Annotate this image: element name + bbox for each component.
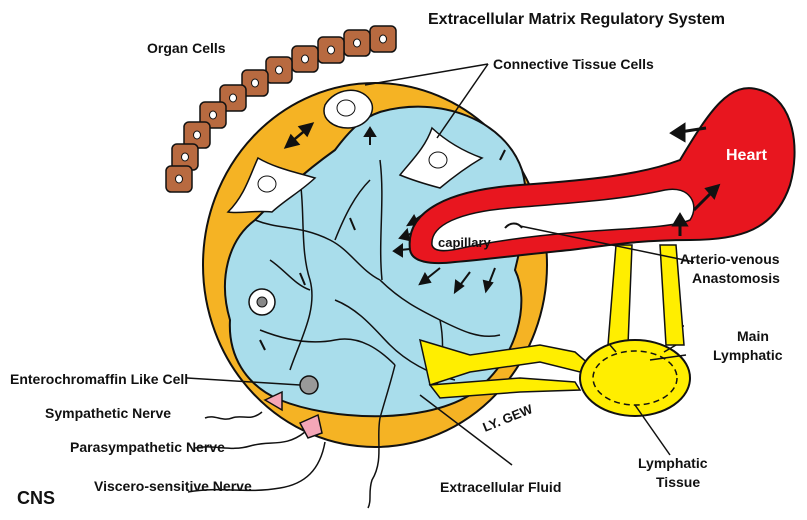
label-connective-tissue-cells: Connective Tissue Cells <box>493 56 654 72</box>
label-enterochromaffin: Enterochromaffin Like Cell <box>10 371 188 387</box>
label-capillary: capillary <box>438 235 492 250</box>
diagram-title: Extracellular Matrix Regulatory System <box>428 11 725 28</box>
enterochromaffin-cell <box>300 376 318 394</box>
label-lymphatic: Lymphatic <box>713 347 783 363</box>
label-viscero-sensitive-nerve: Viscero-sensitive Nerve <box>94 478 252 494</box>
label-lymphatic-tissue-1: Lymphatic <box>638 455 708 471</box>
label-cns: CNS <box>17 488 55 508</box>
label-heart: Heart <box>726 147 768 164</box>
cell-nucleus-lower-left <box>249 289 275 315</box>
label-lymphatic-tissue-2: Tissue <box>656 474 700 490</box>
label-sympathetic-nerve: Sympathetic Nerve <box>45 405 171 421</box>
label-extracellular-fluid: Extracellular Fluid <box>440 479 561 495</box>
label-main: Main <box>737 328 769 344</box>
label-ly-gew: LY. GEW <box>481 401 536 435</box>
label-organ-cells: Organ Cells <box>147 40 226 56</box>
label-arteriovenous: Arterio-venous <box>680 251 780 267</box>
label-anastomosis: Anastomosis <box>692 270 780 286</box>
main-lymphatic-vessel <box>608 245 684 345</box>
label-parasympathetic-nerve: Parasympathetic Nerve <box>70 439 225 455</box>
